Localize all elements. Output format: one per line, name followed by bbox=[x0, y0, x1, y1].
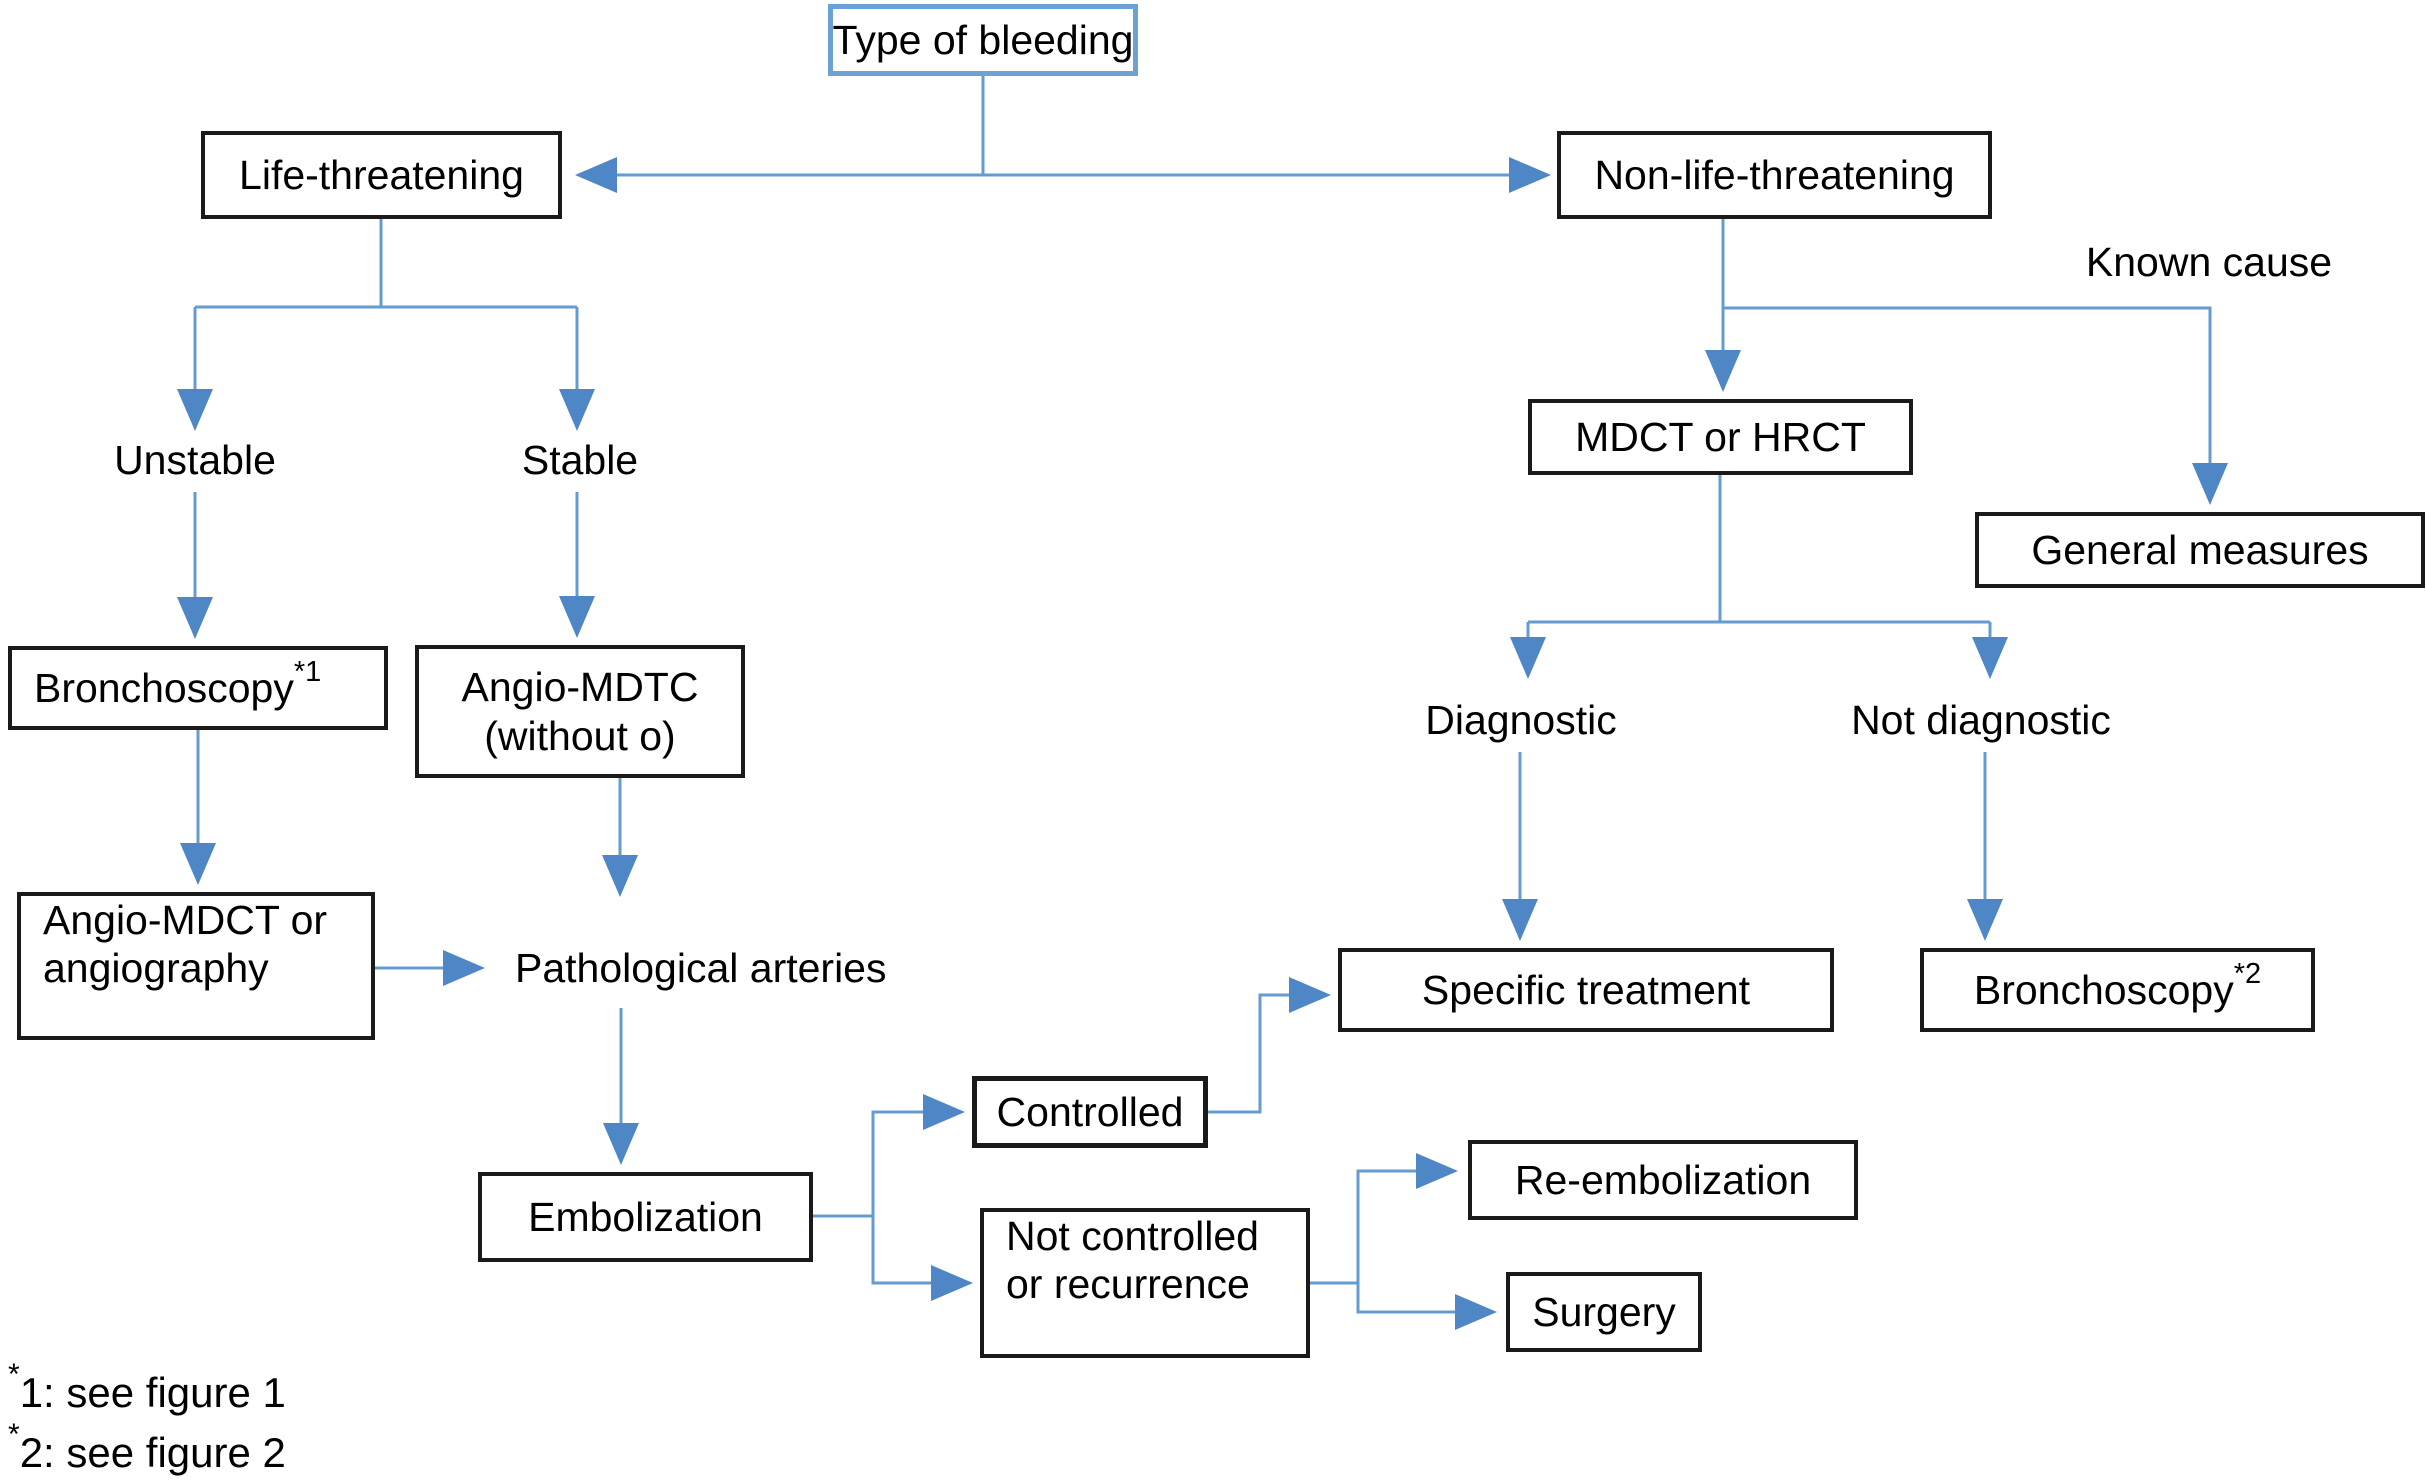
label-text: Known cause bbox=[2085, 239, 2333, 285]
node-re-embolization: Re-embolization bbox=[1468, 1140, 1858, 1220]
node-label-line2: angiography bbox=[43, 945, 269, 992]
label-diagnostic: Diagnostic bbox=[1396, 696, 1646, 744]
node-mdct-or-hrct: MDCT or HRCT bbox=[1528, 399, 1913, 475]
node-controlled: Controlled bbox=[972, 1076, 1208, 1148]
node-non-life-threatening: Non-life-threatening bbox=[1557, 131, 1992, 219]
label-text: Pathological arteries bbox=[515, 945, 887, 991]
node-specific-treatment: Specific treatment bbox=[1338, 948, 1834, 1032]
node-label-line1: Angio-MDCT or bbox=[43, 897, 328, 943]
node-label: Life-threatening bbox=[239, 151, 524, 198]
node-label: Surgery bbox=[1532, 1288, 1676, 1335]
footnote-2: *2: see figure 2 bbox=[8, 1418, 286, 1477]
footnote-asterisk: * bbox=[8, 1418, 20, 1451]
connector-arrow-embolization-to-controlled bbox=[813, 1094, 965, 1218]
connector-arrow-embolization-to-not-controlled bbox=[871, 1216, 973, 1301]
footnote-text: 1: see figure 1 bbox=[19, 1369, 286, 1416]
label-text: Unstable bbox=[114, 437, 276, 483]
node-label: Bronchoscopy*2 bbox=[1973, 958, 2262, 1013]
node-label: Bronchoscopy*1 bbox=[34, 656, 322, 711]
node-bronchoscopy-1: Bronchoscopy*1 bbox=[8, 646, 388, 730]
label-text: Stable bbox=[521, 437, 639, 483]
node-angio-mdtc: Angio-MDTC (without o) bbox=[415, 645, 745, 778]
connector-arrow-not-controlled-to-re-embolization bbox=[1310, 1153, 1458, 1285]
connector-arrow-known-cause-to-general-measures bbox=[1723, 306, 2228, 505]
footnote-asterisk: * bbox=[8, 1358, 20, 1391]
label-text: Not diagnostic bbox=[1851, 697, 2111, 743]
node-label: Embolization bbox=[528, 1193, 763, 1240]
node-label: Non-life-threatening bbox=[1594, 151, 1955, 198]
node-label: MDCT or HRCT bbox=[1575, 413, 1866, 460]
node-life-threatening: Life-threatening bbox=[201, 131, 562, 219]
node-bronchoscopy-2: Bronchoscopy*2 bbox=[1920, 948, 2315, 1032]
node-label-line1: Not controlled bbox=[1006, 1213, 1259, 1259]
node-label: Specific treatment bbox=[1421, 966, 1751, 1013]
node-angio-mdct-or-angiography: Angio-MDCT or angiography bbox=[17, 892, 375, 1040]
node-label: Re-embolization bbox=[1514, 1156, 1812, 1203]
node-label: Type of bleeding bbox=[832, 16, 1134, 63]
connector-arrow-not-controlled-to-surgery bbox=[1356, 1283, 1497, 1330]
label-not-diagnostic: Not diagnostic bbox=[1806, 696, 2156, 744]
node-embolization: Embolization bbox=[478, 1172, 813, 1262]
node-surgery: Surgery bbox=[1506, 1272, 1702, 1352]
label-text: Diagnostic bbox=[1425, 697, 1617, 743]
label-stable: Stable bbox=[480, 436, 680, 484]
node-label: Controlled bbox=[996, 1088, 1184, 1135]
footnote-marker-2: *2 bbox=[2233, 958, 2262, 991]
node-label-line2: or recurrence bbox=[1006, 1261, 1250, 1308]
footnote-text: 2: see figure 2 bbox=[19, 1429, 286, 1476]
node-label-line1: Angio-MDTC bbox=[461, 664, 699, 711]
node-general-measures: General measures bbox=[1975, 512, 2425, 588]
footnote-marker-1: *1 bbox=[293, 656, 322, 689]
node-type-of-bleeding: Type of bleeding bbox=[828, 4, 1138, 76]
connector-arrow-controlled-to-specific-treatment bbox=[1208, 977, 1331, 1114]
footnote-1: *1: see figure 1 bbox=[8, 1358, 286, 1417]
node-label-line2: (without o) bbox=[484, 712, 676, 759]
label-unstable: Unstable bbox=[95, 436, 295, 484]
label-known-cause: Known cause bbox=[2024, 238, 2394, 286]
label-pathological-arteries: Pathological arteries bbox=[515, 944, 985, 992]
node-label: General measures bbox=[2031, 526, 2369, 573]
node-not-controlled-or-recurrence: Not controlled or recurrence bbox=[980, 1208, 1310, 1358]
